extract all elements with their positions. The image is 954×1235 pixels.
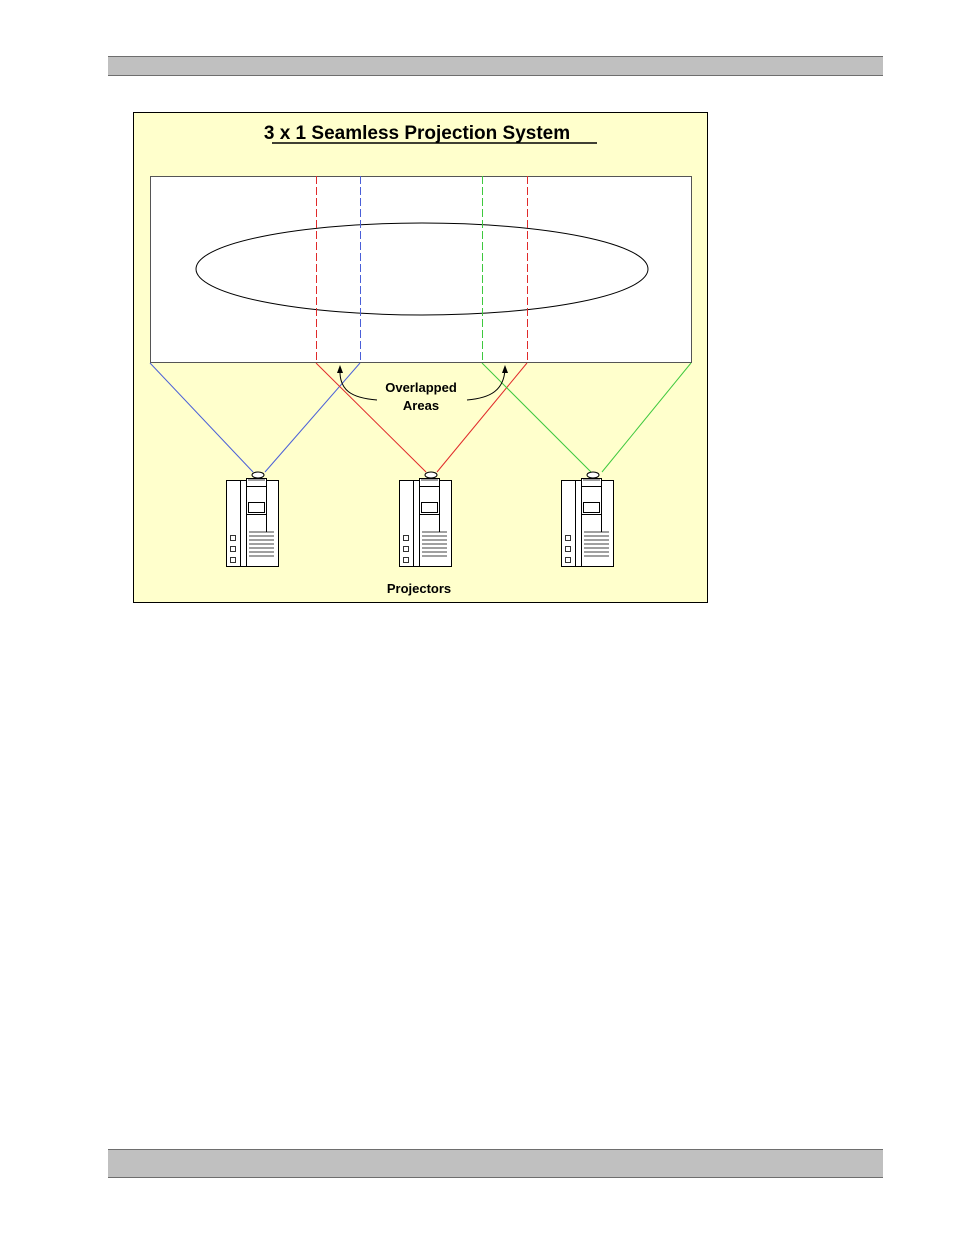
left-beam-left-edge bbox=[149, 362, 254, 473]
projectors-label: Projectors bbox=[387, 581, 451, 596]
diagram-title: 3 x 1 Seamless Projection System bbox=[264, 123, 570, 144]
overlap-label-line2: Areas bbox=[403, 398, 439, 413]
center-beam-right-edge bbox=[436, 362, 528, 473]
overlap-arrow-right bbox=[466, 368, 506, 401]
left-projector-icon bbox=[226, 471, 279, 567]
overlap-arrow-left bbox=[339, 368, 378, 401]
projection-screen bbox=[150, 176, 692, 363]
projection-diagram-svg: 3 x 1 Seamless Projection System Overlap… bbox=[133, 112, 708, 603]
center-projector-icon bbox=[399, 471, 452, 567]
overlap-arrowhead-right bbox=[502, 365, 508, 373]
page-footer-bar bbox=[108, 1149, 883, 1178]
overlap-label-backdrop bbox=[375, 374, 469, 414]
page-header-bar bbox=[108, 56, 883, 76]
projected-image-ellipse bbox=[195, 222, 649, 316]
left-beam-right-edge bbox=[264, 362, 361, 473]
right-beam-left-edge bbox=[481, 362, 592, 473]
right-beam-right-edge bbox=[601, 362, 692, 473]
right-projector-icon bbox=[561, 471, 614, 567]
center-beam-left-edge bbox=[315, 362, 427, 473]
overlap-arrowhead-left bbox=[337, 365, 343, 373]
overlap-label-line1: Overlapped bbox=[385, 380, 457, 395]
projection-diagram: 3 x 1 Seamless Projection System Overlap… bbox=[133, 112, 708, 603]
